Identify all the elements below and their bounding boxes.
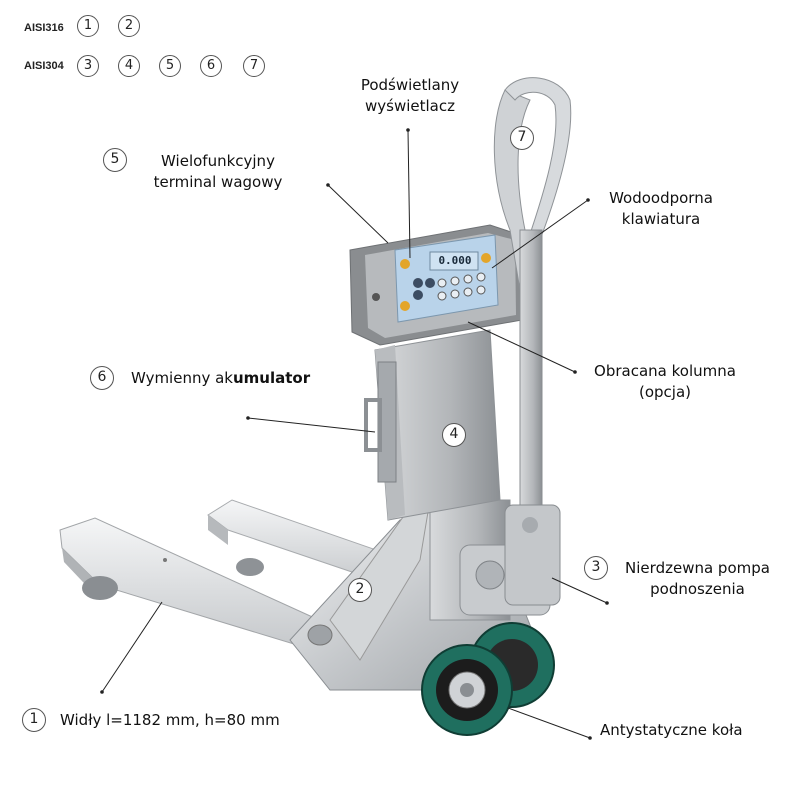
callout-pump: Nierdzewna pompa podnoszenia bbox=[615, 558, 780, 600]
legend-tag-aisi304: AISI304 bbox=[24, 60, 64, 72]
back-fork bbox=[207, 499, 406, 591]
callout-battery-text-b: umulator bbox=[233, 369, 311, 387]
terminal-display-reading: 0.000 bbox=[438, 254, 472, 267]
column bbox=[364, 329, 501, 521]
callout-wheels-text: Antystatyczne koła bbox=[600, 721, 743, 739]
handle bbox=[493, 77, 572, 606]
callout-forks-number: 1 bbox=[22, 708, 46, 732]
callout-keyboard-line2: klawiatura bbox=[621, 210, 701, 228]
marker-handle: 7 bbox=[510, 126, 534, 150]
callout-terminal-number: 5 bbox=[103, 148, 127, 172]
callout-keyboard: Wodoodporna klawiatura bbox=[586, 188, 736, 230]
legend-number-6: 6 bbox=[200, 55, 222, 77]
legend-number-3: 3 bbox=[77, 55, 99, 77]
callout-pump-number: 3 bbox=[584, 556, 608, 580]
callout-keyboard-line1: Wodoodporna bbox=[609, 189, 713, 207]
callout-battery: Wymienny akumulator bbox=[131, 368, 310, 389]
wheels bbox=[307, 622, 555, 736]
callout-column-line1: Obracana kolumna bbox=[594, 362, 736, 380]
callout-display-line2: wyświetlacz bbox=[365, 97, 455, 115]
legend-number-2: 2 bbox=[118, 15, 140, 37]
callout-column-line2: (opcja) bbox=[638, 383, 691, 401]
callout-battery-text-a: Wymienny ak bbox=[131, 369, 233, 387]
callout-display-line1: Podświetlany bbox=[360, 76, 460, 94]
legend-number-7: 7 bbox=[243, 55, 265, 77]
legend-tag-aisi316: AISI316 bbox=[24, 22, 64, 34]
callout-forks-text: Widły l=1182 mm, h=80 mm bbox=[60, 711, 280, 729]
callout-terminal-line1: Wielofunkcyjny bbox=[161, 152, 275, 170]
callout-pump-line2: podnoszenia bbox=[650, 580, 745, 598]
callout-column: Obracana kolumna (opcja) bbox=[580, 361, 750, 403]
legend-number-4: 4 bbox=[118, 55, 140, 77]
marker-frame: 2 bbox=[348, 578, 372, 602]
legend-number-5: 5 bbox=[159, 55, 181, 77]
marker-column: 4 bbox=[442, 423, 466, 447]
callout-terminal: Wielofunkcyjny terminal wagowy bbox=[143, 151, 293, 193]
callout-battery-number: 6 bbox=[90, 366, 114, 390]
legend-number-1: 1 bbox=[77, 15, 99, 37]
weighing-terminal bbox=[349, 224, 523, 346]
callout-terminal-line2: terminal wagowy bbox=[153, 173, 283, 191]
callout-pump-line1: Nierdzewna pompa bbox=[625, 559, 770, 577]
leader-dots bbox=[100, 128, 609, 740]
callout-display: Podświetlany wyświetlacz bbox=[340, 75, 480, 117]
leader-lines bbox=[101, 129, 608, 739]
